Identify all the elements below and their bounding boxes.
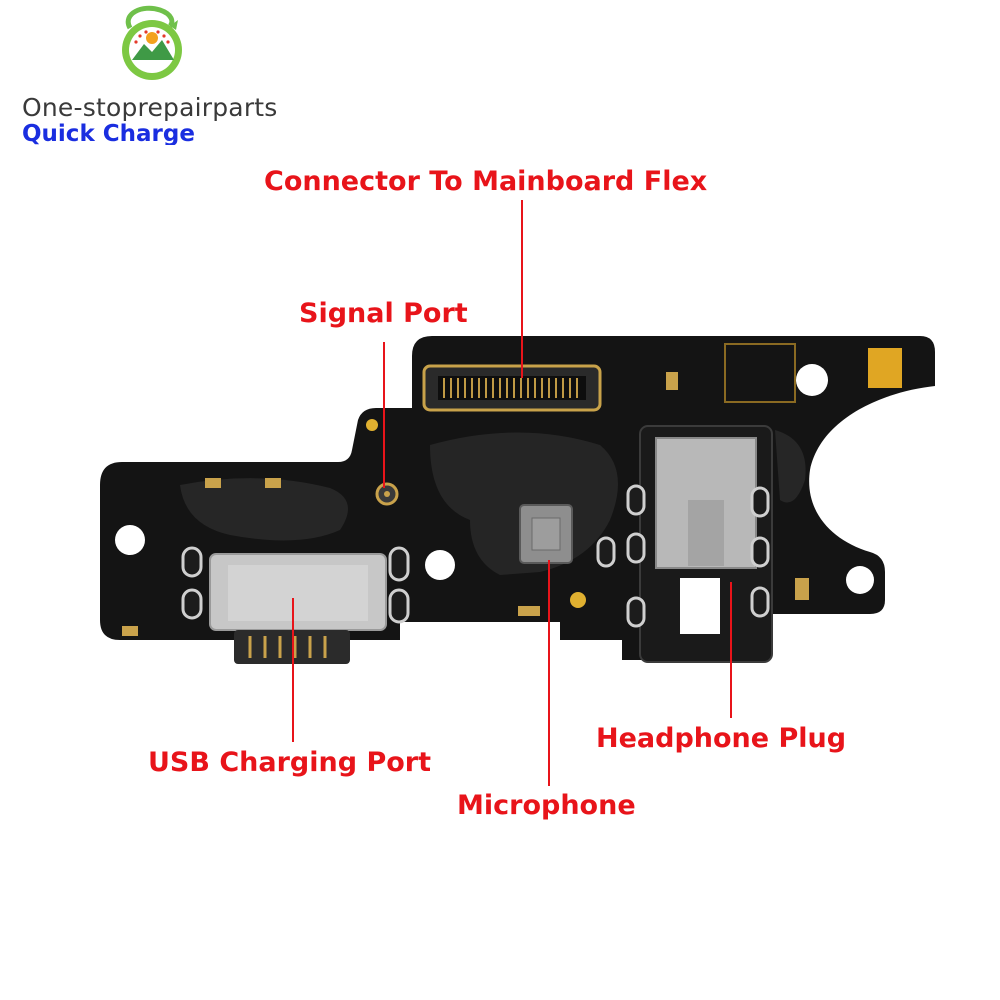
leader-connector bbox=[521, 200, 523, 378]
callout-headphone: Headphone Plug bbox=[596, 723, 847, 754]
brand-logo bbox=[122, 5, 182, 80]
mainboard-connector bbox=[422, 364, 602, 412]
potting-right bbox=[775, 430, 806, 503]
test-pads bbox=[181, 484, 770, 628]
callout-connector: Connector To Mainboard Flex bbox=[264, 166, 708, 197]
callout-signal-port: Signal Port bbox=[299, 298, 468, 329]
signal-port bbox=[375, 482, 399, 506]
headphone-jack bbox=[639, 425, 773, 663]
quick-charge-label: Quick Charge bbox=[22, 121, 195, 145]
leader-signal-port bbox=[383, 342, 385, 488]
microphone-component bbox=[519, 504, 573, 564]
usb-c-port bbox=[209, 553, 387, 664]
callout-usb-port: USB Charging Port bbox=[148, 747, 432, 778]
mounting-holes bbox=[115, 364, 874, 594]
leader-microphone bbox=[548, 560, 550, 786]
potting-left bbox=[180, 478, 348, 541]
brand-name: One-stoprepairparts bbox=[22, 93, 278, 122]
leader-usb-port bbox=[292, 598, 294, 742]
leader-headphone bbox=[730, 582, 732, 718]
callout-microphone: Microphone bbox=[457, 790, 636, 821]
gold-pad bbox=[868, 348, 902, 388]
